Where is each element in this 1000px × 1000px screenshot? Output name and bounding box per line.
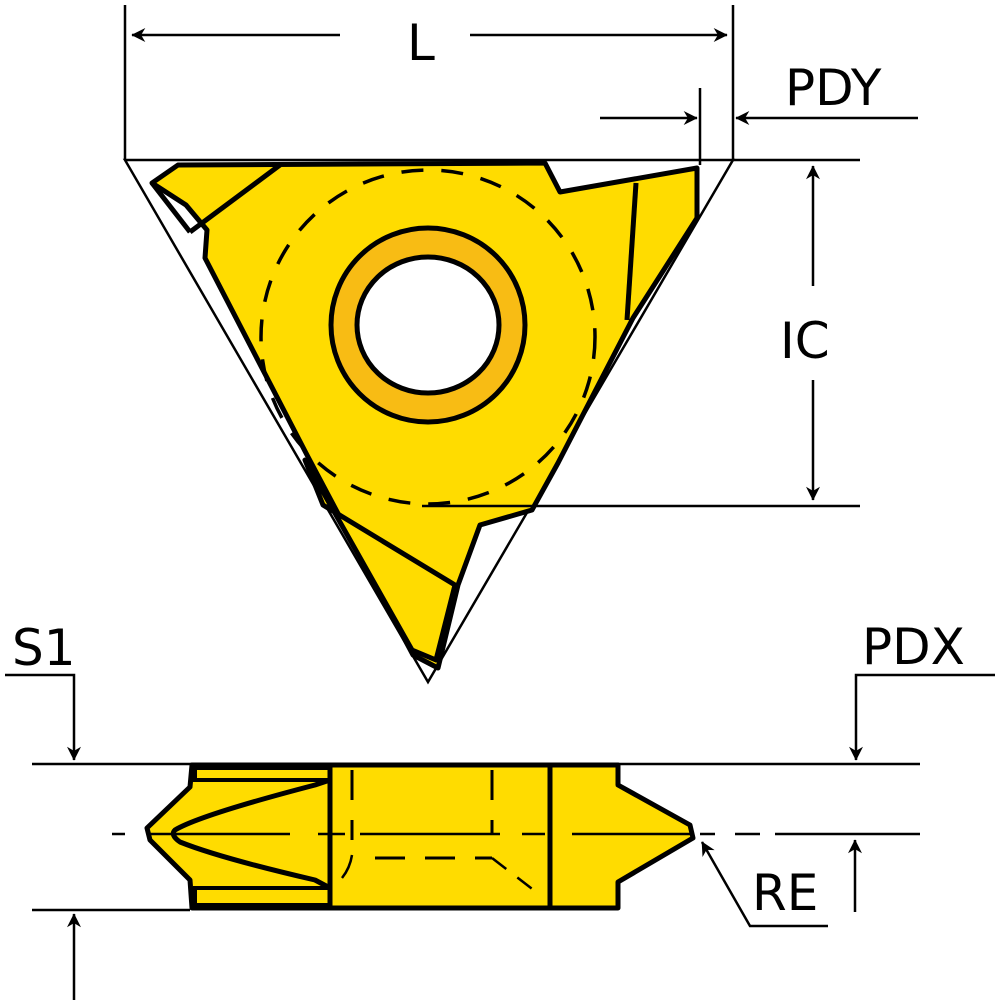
dimension-L: L (123, 5, 735, 160)
hidden-line-4 (491, 857, 541, 896)
label-IC: IC (780, 312, 830, 370)
label-RE: RE (752, 864, 818, 922)
label-PDY: PDY (785, 59, 882, 117)
upper-left-facet-line (188, 162, 282, 235)
dimension-IC: IC (780, 165, 830, 501)
re-leader-arrow (700, 841, 828, 928)
top-view (122, 158, 860, 685)
label-S1: S1 (12, 619, 76, 677)
bottom-strip (193, 886, 332, 907)
side-view (32, 762, 920, 912)
label-PDX: PDX (862, 618, 965, 676)
upper-right-facet-line (624, 182, 639, 321)
top-strip (193, 766, 332, 782)
dimension-RE: RE (700, 839, 862, 928)
dimension-PDY: PDY (600, 59, 918, 165)
center-hole (354, 254, 502, 396)
inscribed-circle-dashed (259, 168, 597, 506)
upper-left-facet-edge (150, 181, 192, 234)
pdx-arrow-down (849, 673, 995, 761)
dimension-S1: S1 (5, 619, 81, 1000)
dimension-PDX: PDX (849, 618, 995, 761)
label-L: L (407, 14, 435, 72)
hidden-arc (341, 854, 354, 879)
s1-arrow-down (5, 673, 81, 761)
lower-facet (302, 457, 458, 663)
